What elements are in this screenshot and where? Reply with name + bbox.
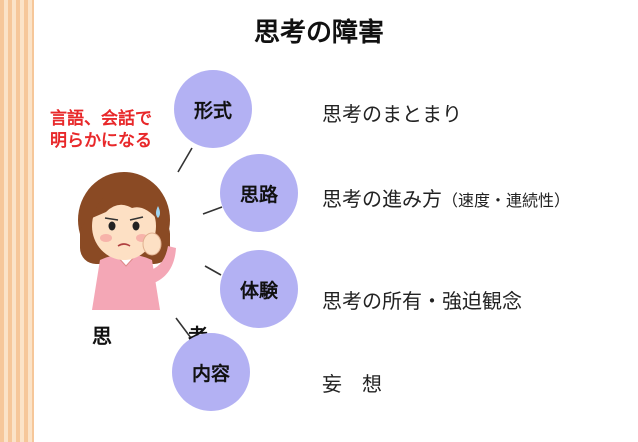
connector-line-taiken bbox=[204, 265, 222, 276]
thinking-person-illustration bbox=[78, 172, 176, 310]
desc-shiro-text: 思考の進み方 bbox=[322, 187, 442, 211]
callout-note-line2: 明らかになる bbox=[50, 131, 152, 151]
connector-line-naiyo bbox=[175, 317, 192, 339]
desc-taiken: 思考の所有・強迫観念 bbox=[322, 285, 522, 314]
circle-naiyo: 内容 bbox=[172, 333, 250, 411]
desc-naiyo-text: 妄 想 bbox=[322, 372, 382, 396]
circle-shiro: 思路 bbox=[220, 154, 298, 232]
page-title: 思考の障害 bbox=[253, 18, 384, 48]
callout-note-line1: 言語、会話で bbox=[50, 109, 152, 129]
connector-line-shiro bbox=[202, 206, 223, 215]
desc-naiyo: 妄 想 bbox=[322, 368, 382, 397]
circle-taiken: 体験 bbox=[220, 250, 298, 328]
desc-shiro-sub: （速度・連続性） bbox=[442, 191, 571, 210]
desc-shiro: 思考の進み方（速度・連続性） bbox=[322, 183, 570, 212]
callout-note: 言語、会話で 明らかになる bbox=[50, 108, 152, 152]
desc-keishiki-text: 思考のまとまり bbox=[322, 102, 462, 126]
circle-keishiki: 形式 bbox=[174, 70, 252, 148]
decorative-stripe bbox=[0, 0, 34, 442]
connector-line-keishiki bbox=[177, 147, 193, 173]
desc-keishiki: 思考のまとまり bbox=[322, 98, 462, 127]
desc-taiken-text: 思考の所有・強迫観念 bbox=[322, 289, 522, 313]
